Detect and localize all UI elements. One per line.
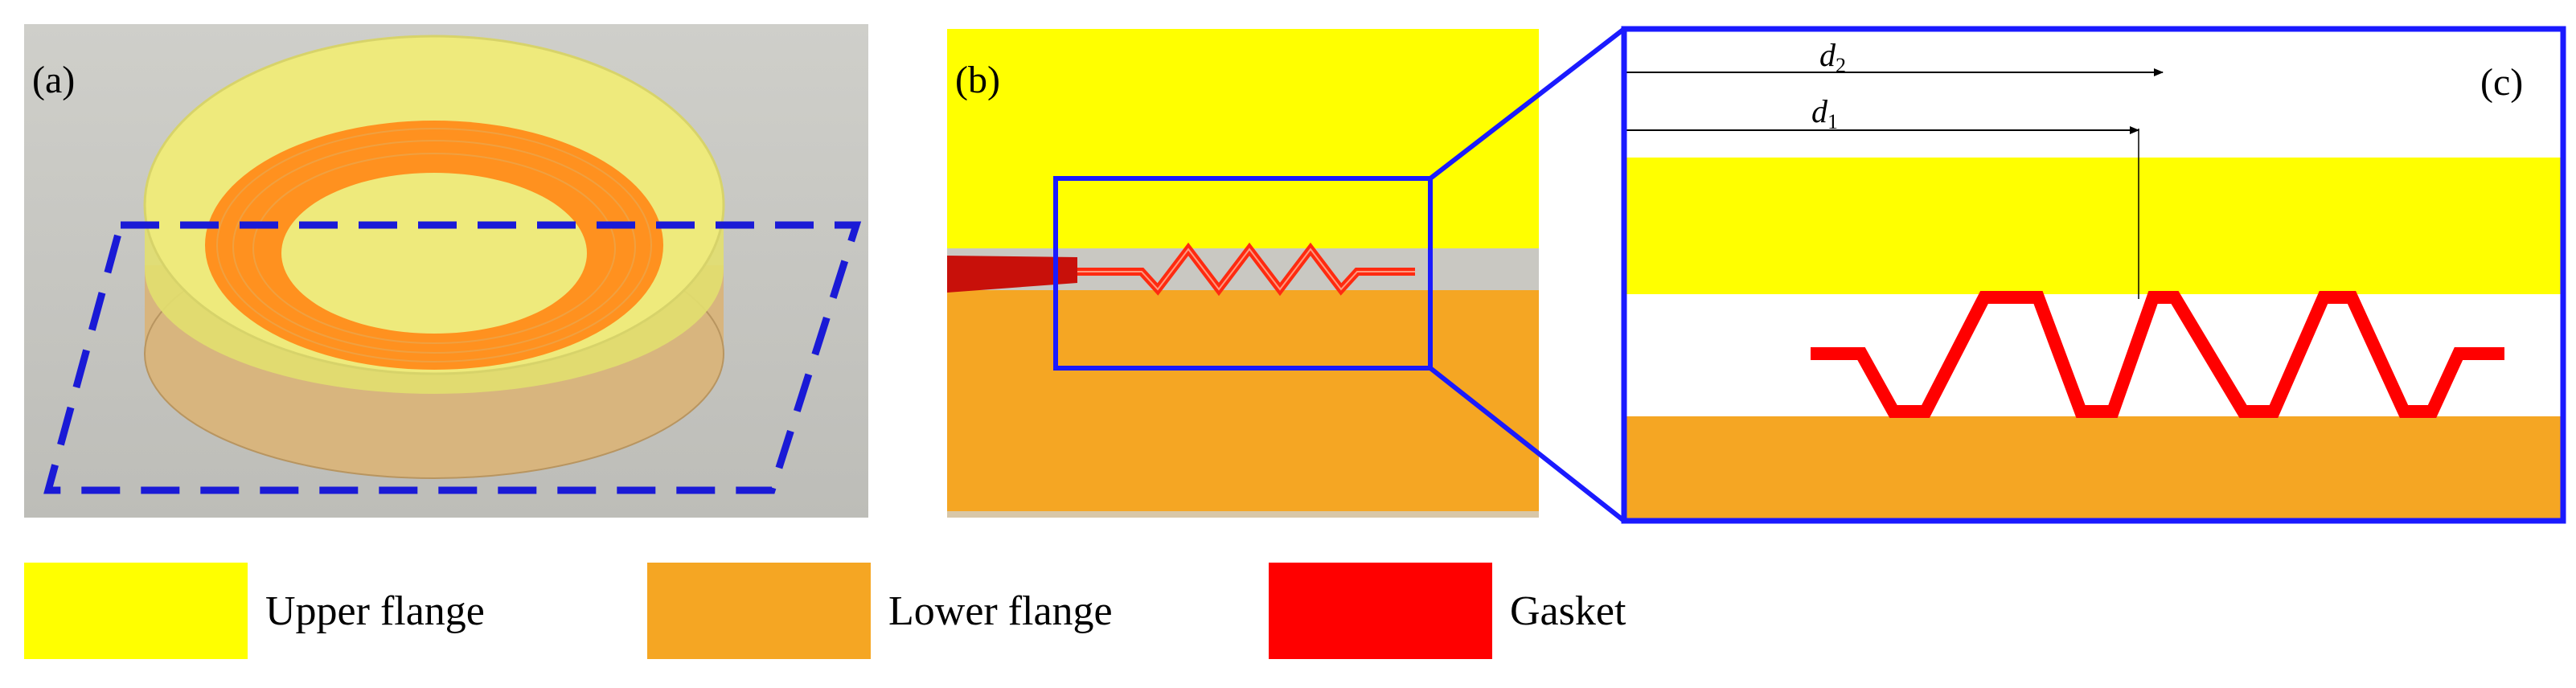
legend-swatch-upper-flange — [24, 563, 248, 659]
upper-flange-zoom — [1624, 158, 2563, 294]
legend-label-lower-flange: Lower flange — [888, 588, 1113, 634]
legend-swatch-gasket — [1269, 563, 1492, 659]
panel-c: d2 d1 (c) — [1621, 26, 2566, 524]
gasket-section-zigzag-highlight — [1077, 248, 1415, 291]
gasket-section-strip — [947, 256, 1077, 293]
gasket-zoom-zigzag — [1811, 291, 2504, 418]
ring-groove-line — [216, 128, 652, 362]
upper-flange-section — [947, 29, 1539, 248]
lower-flange-bottom-edge — [947, 511, 1539, 518]
d1-label: d1 — [1811, 93, 1838, 133]
zoom-box — [1053, 176, 1433, 371]
legend-label-gasket: Gasket — [1510, 588, 1626, 634]
legend-label-upper-flange: Upper flange — [265, 588, 485, 634]
ring-groove-line — [232, 140, 636, 354]
panel-c-label: (c) — [2480, 61, 2523, 104]
lower-flange-zoom — [1624, 416, 2563, 521]
legend: Upper flange Lower flange Gasket — [24, 563, 1626, 659]
section-plane-dashed — [43, 221, 862, 494]
d2-label: d2 — [1819, 37, 1846, 77]
panel-a: (a) — [24, 24, 868, 518]
panel-c-frame — [1621, 26, 2566, 524]
zoom-connector-top — [1429, 27, 1626, 181]
legend-swatch-lower-flange — [647, 563, 871, 659]
panel-a-label: (a) — [32, 59, 75, 101]
lower-flange-section — [947, 290, 1539, 517]
panel-b-label: (b) — [955, 59, 1000, 101]
ring-groove-line — [252, 153, 616, 344]
gasket-ring-inner — [281, 173, 587, 334]
panel-b: (b) — [947, 29, 1539, 518]
zoom-connector-bottom — [1429, 366, 1626, 523]
